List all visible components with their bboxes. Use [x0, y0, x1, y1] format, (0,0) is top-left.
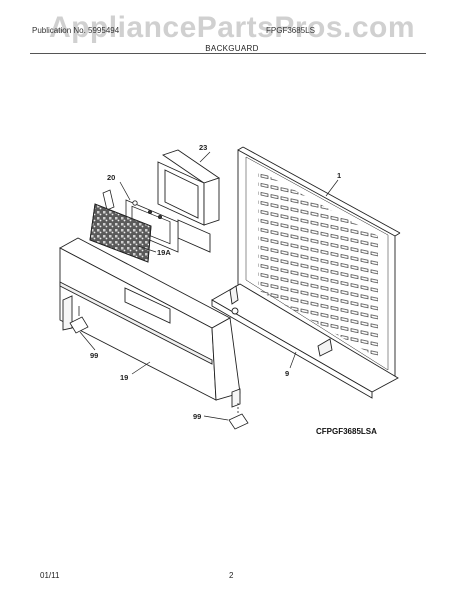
leader-lines [79, 151, 339, 421]
publication-number: Publication No. 5995494 [32, 26, 120, 35]
callout-99-right: 99 [193, 412, 201, 421]
control-board [102, 189, 179, 253]
backguard-panel [59, 237, 241, 408]
callout-99-left: 99 [90, 351, 98, 360]
callout-19a: 19A [157, 248, 171, 257]
screw-bracket-left [69, 306, 89, 334]
upper-bracket [157, 149, 221, 253]
footer-date: 01/11 [40, 571, 60, 580]
section-title: BACKGUARD [205, 44, 259, 53]
callout-20: 20 [107, 173, 115, 182]
header-rule [30, 53, 426, 54]
callout-1: 1 [337, 171, 341, 180]
screw-bracket-right [228, 403, 249, 430]
footer-page-number: 2 [229, 571, 234, 580]
keypad-membrane [89, 203, 152, 263]
model-header: FPGF3685LS [266, 26, 315, 35]
model-code: CFPGF3685LSA [316, 427, 377, 436]
watermark-logo: AppliancePartsPros.com [48, 11, 416, 44]
rear-vent-panel [237, 146, 401, 378]
mounting-bracket [211, 283, 399, 399]
callout-9: 9 [285, 369, 289, 378]
callout-19: 19 [120, 373, 128, 382]
callout-23: 23 [199, 143, 207, 152]
